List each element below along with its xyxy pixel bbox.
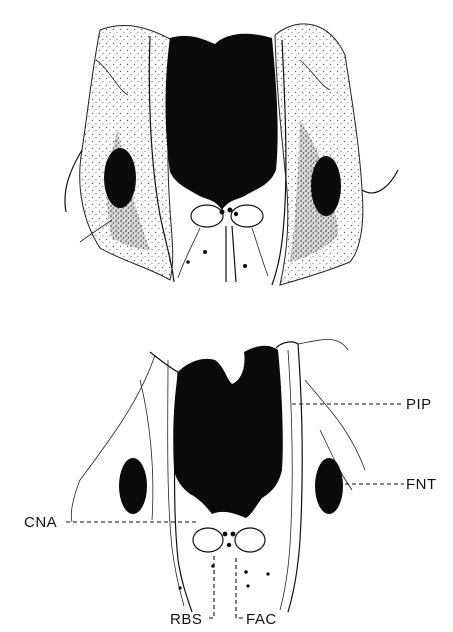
upper-dot [220,210,225,215]
fac-leader [236,558,244,618]
upper-left-oval [191,205,223,227]
upper-right-wing [362,170,398,193]
upper-dot [186,260,190,264]
fnt-label: FNT [406,476,437,493]
lower-dot [223,532,228,537]
lower-dot [178,586,181,589]
upper-dot [228,208,233,213]
lower-panel: PIP FNT CNA RBS FAC [24,340,437,629]
lower-left-black-lobe [119,458,147,514]
rbs-label: RBS [170,611,202,628]
upper-basal-branches [178,228,268,278]
upper-central-cavity [166,34,278,210]
upper-panel [65,24,398,285]
lower-right-black-lobe [315,458,343,514]
lower-central-cavity [173,346,283,518]
lower-dot [244,570,248,574]
upper-right-black-lobe [311,156,341,216]
lower-dot [266,572,269,575]
lower-dot [227,543,231,547]
lower-dot [231,532,236,537]
upper-dot [234,212,238,216]
upper-midline-stem [226,226,236,282]
lower-right-wall-inner [280,350,292,610]
upper-left-black-lobe [104,148,136,208]
upper-dot [243,264,247,268]
lower-right-oval [235,528,265,552]
cna-label: CNA [24,514,57,531]
pip-label: PIP [406,396,432,413]
lower-dot [246,584,249,587]
lower-left-oval [193,528,223,552]
fac-label: FAC [246,611,277,628]
upper-dot [203,250,207,254]
